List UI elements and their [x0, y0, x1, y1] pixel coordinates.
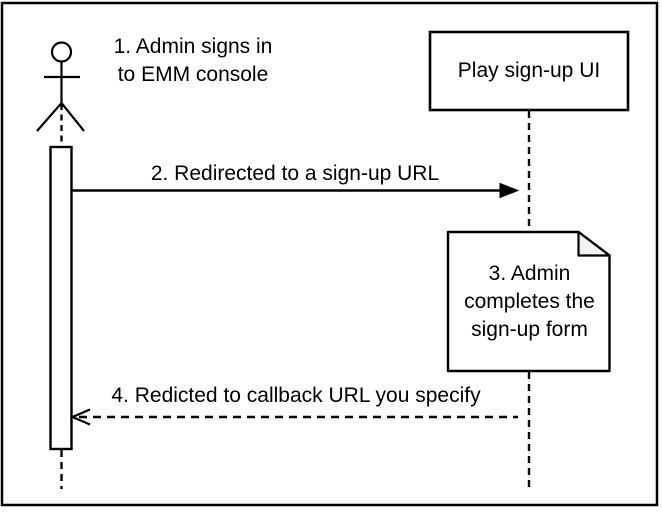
participant-box — [428, 30, 630, 112]
solid-arrowhead-icon — [499, 182, 520, 199]
note-label: 3. Admin completes the sign-up form — [449, 232, 610, 371]
actor-label-line2: to EMM console — [117, 63, 269, 86]
message-callback-label: 4. Redicted to callback URL you specify — [111, 384, 481, 407]
message-redirect-arrow — [72, 182, 520, 199]
note-label-line2: completes the — [464, 289, 595, 313]
note-outline — [446, 230, 611, 373]
actor-icon — [36, 41, 85, 132]
actor-label-line1: 1. Admin signs in — [113, 35, 273, 58]
actor-head — [50, 41, 73, 63]
note-shape — [446, 230, 611, 373]
message-redirect-label: 2. Redirected to a sign-up URL — [150, 162, 440, 185]
actor-left-leg — [36, 102, 63, 132]
actor-right-leg — [60, 102, 85, 132]
open-arrowhead-icon — [69, 408, 91, 426]
note-label-line1: 3. Admin — [488, 261, 571, 285]
participant-label: Play sign-up UI — [457, 59, 601, 82]
note-label-line3: sign-up form — [471, 317, 588, 341]
note-fold-icon — [577, 230, 611, 257]
activation-bar — [49, 145, 73, 451]
message-callback-arrow — [69, 408, 518, 426]
actor-label: 1. Admin signs in to EMM console — [95, 33, 291, 89]
